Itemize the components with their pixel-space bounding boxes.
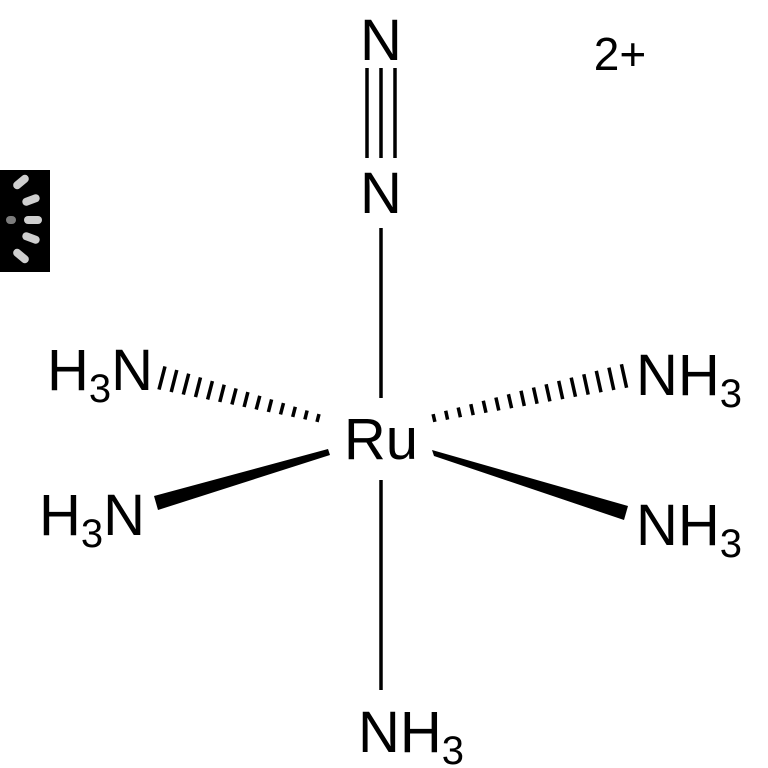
hash-mark xyxy=(481,400,488,414)
dinitrogen-atom-far: N xyxy=(360,8,402,73)
hash-mark xyxy=(594,370,603,393)
hash-mark xyxy=(519,390,527,407)
ru-left-lower-wedge-bond xyxy=(154,449,330,510)
ammine-right-lower: NH3 xyxy=(636,493,742,566)
dinitrogen-triple-bond xyxy=(365,68,397,158)
ru-right-lower-wedge-bond xyxy=(432,450,628,520)
hash-mark xyxy=(254,395,262,410)
hash-mark xyxy=(494,397,501,411)
hash-mark xyxy=(556,380,565,400)
hash-mark xyxy=(157,365,167,391)
hash-mark xyxy=(469,403,475,416)
central-atom-ru: Ru xyxy=(344,407,418,472)
spinner-dash xyxy=(21,231,41,245)
hash-mark xyxy=(431,413,437,423)
hash-mark xyxy=(456,407,463,418)
hash-mark xyxy=(303,410,309,420)
hash-mark xyxy=(266,398,274,413)
loading-spinner-icon xyxy=(0,170,50,272)
hash-mark xyxy=(291,406,297,418)
hash-mark xyxy=(315,413,321,423)
ammine-right-upper: NH3 xyxy=(636,343,742,416)
hash-mark xyxy=(531,387,539,405)
ru-right-upper-hashed-bond xyxy=(431,363,629,423)
hash-mark xyxy=(181,373,191,396)
hash-mark xyxy=(193,376,203,398)
hash-mark xyxy=(169,369,179,393)
hash-mark xyxy=(569,377,578,398)
charge-label: 2+ xyxy=(594,28,646,80)
hash-mark xyxy=(278,402,286,415)
ammine-left-upper: H3N xyxy=(47,338,153,411)
hash-mark xyxy=(443,410,450,420)
ammine-left-lower: H3N xyxy=(39,483,145,556)
hash-mark xyxy=(205,380,215,400)
ammine-bottom: NH3 xyxy=(358,700,464,768)
hash-mark xyxy=(242,391,250,408)
dinitrogen-atom-near: N xyxy=(360,161,402,226)
hash-mark xyxy=(582,373,590,395)
spinner-dash xyxy=(11,247,31,265)
spinner-dash xyxy=(24,216,42,224)
hash-mark xyxy=(607,367,616,391)
hash-mark xyxy=(506,393,514,409)
spinner-dash xyxy=(6,216,16,224)
ru-left-upper-hashed-bond xyxy=(157,365,321,423)
hash-mark xyxy=(544,383,552,402)
spinner-dash xyxy=(11,173,31,191)
spinner-dash xyxy=(21,193,41,207)
hash-mark xyxy=(218,384,226,403)
hash-mark xyxy=(619,363,629,389)
hash-mark xyxy=(230,387,238,405)
